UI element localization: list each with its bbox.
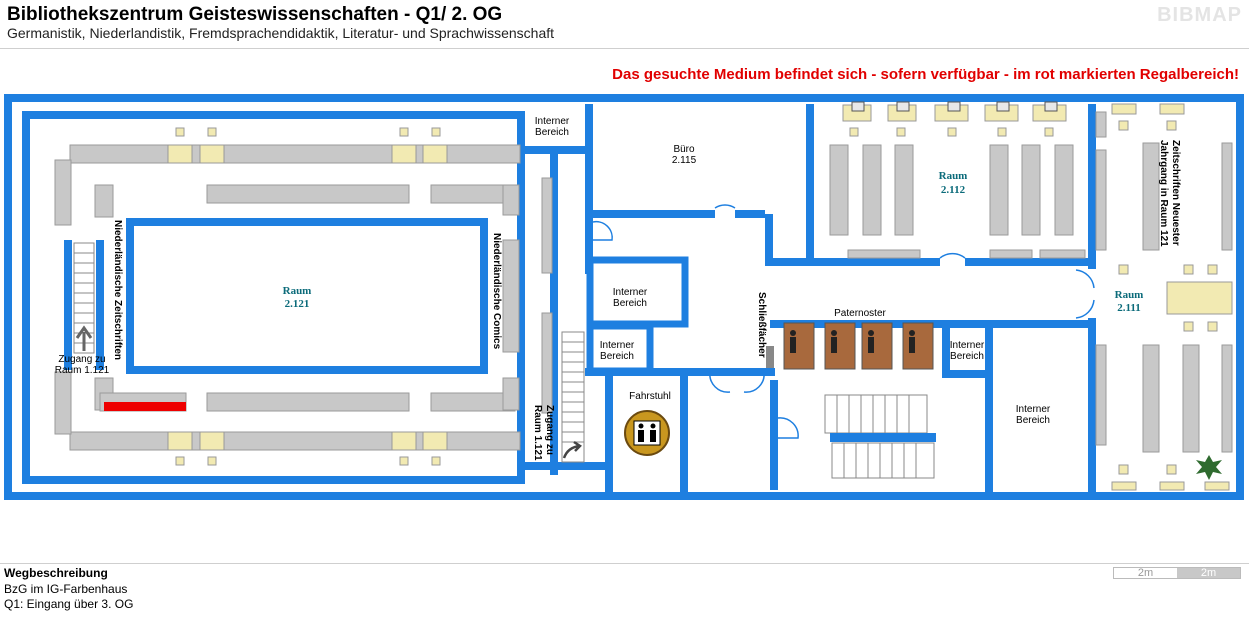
hall-wall [22,111,525,484]
computer-icon [851,101,1058,112]
interner-bereich-label: Interner [600,340,635,351]
highlighted-shelf [104,402,186,411]
room-2121-wall [126,218,488,374]
door-arcs [592,204,1095,439]
zugang-1121-vertical-label: Zugang zu [544,405,555,455]
schliessfaecher-label: Schließfächer [756,292,767,358]
zeitschriften-label: Zeitschriften Neuester [1170,140,1181,246]
zugang-1121-vertical-label: Raum 1.121 [532,405,543,461]
wall-segment [942,324,950,374]
interner-bereich-label: Interner [1016,404,1051,415]
interner-bereich-label: Bereich [950,351,984,362]
interner-bereich-label: Bereich [535,127,569,138]
paternoster-cabins [783,322,934,370]
wall-segment [585,210,715,218]
page-title: Bibliothekszentrum Geisteswissenschaften… [7,4,503,25]
interner-bereich-label: Interner [613,287,648,298]
wall-segment [585,104,593,274]
zeitschriften-label: Jahrgang in Raum 121 [1158,140,1169,247]
room-2112-label: Raum [939,170,968,182]
wall-segment [765,258,940,266]
route-line: BzG im IG-Farbenhaus [4,582,128,596]
wall-segment [735,210,765,218]
lockers [766,346,774,368]
niederlaendische-comics-label: Niederländische Comics [491,233,502,350]
room-2121-number: 2.121 [285,298,310,310]
staircase-center [561,331,585,463]
footer-divider [0,563,1249,564]
interner-bereich-label: Bereich [613,298,647,309]
room-2112-number: 2.112 [941,184,966,196]
wall-segment [64,240,72,370]
wall-segment [985,324,993,494]
wall-segment [965,258,1090,266]
paternoster-label: Paternoster [834,308,886,319]
wall-segment [765,214,773,264]
scale-segment-label: 2m [1177,568,1240,579]
wall-segment [680,370,688,492]
scale-segment-label: 2m [1114,568,1177,579]
stair-arrow-icon [562,440,582,459]
buero-label: Büro [673,144,695,155]
tables-hall [167,120,1218,475]
wall-segment [96,240,104,370]
red-shelf-notice: Das gesuchte Medium befindet sich - sofe… [612,66,1239,83]
zugang-1121-label: Zugang zu [58,354,105,365]
zugang-1121-label: Raum 1.121 [55,365,110,376]
buero-number: 2.115 [672,155,697,166]
pc-desks [842,103,1233,491]
wall-segment [1088,318,1096,493]
interner-bereich-label: Bereich [1016,415,1050,426]
wall-segment [806,104,814,264]
room-2111-number: 2.111 [1117,302,1141,314]
fahrstuhl-label: Fahrstuhl [629,391,671,402]
shelves-room-2112 [829,144,1086,259]
outer-wall [4,94,1244,500]
route-line: Q1: Eingang über 3. OG [4,597,134,611]
paternoster-person-icon [790,330,915,353]
wall-segment [605,370,613,492]
bibmap-logo: BIBMAP [1157,4,1242,26]
scale-bar: 2m 2m [1113,567,1241,579]
wall-segment [1088,104,1096,269]
route-title: Wegbeschreibung [4,566,108,580]
interner-bereich-label: Interner [950,340,985,351]
plant-icon [1196,455,1222,480]
wall-segment [770,380,778,490]
room-2111-label: Raum [1115,289,1144,301]
wall-segment [942,370,987,378]
page-subtitle: Germanistik, Niederlandistik, Fremdsprac… [7,25,555,41]
niederlaendische-zeitschriften-label: Niederländische Zeitschriften [112,220,123,360]
staircase-left [73,242,95,354]
elevator-door-icon [633,420,661,446]
header-divider [0,48,1249,49]
stair-arrow-up-icon [75,325,93,351]
interner-bereich-label: Interner [535,116,570,127]
wall-segment [525,462,610,470]
stair-landing [830,433,936,442]
room-2121-label: Raum [283,285,312,297]
wall-segment [550,150,558,475]
interner-bereich-label: Bereich [600,351,634,362]
elevator-persons-icon [638,423,656,442]
floor-plan-map: Raum 2.121 Raum 2.112 Raum 2.111 Büro 2.… [4,94,1244,500]
